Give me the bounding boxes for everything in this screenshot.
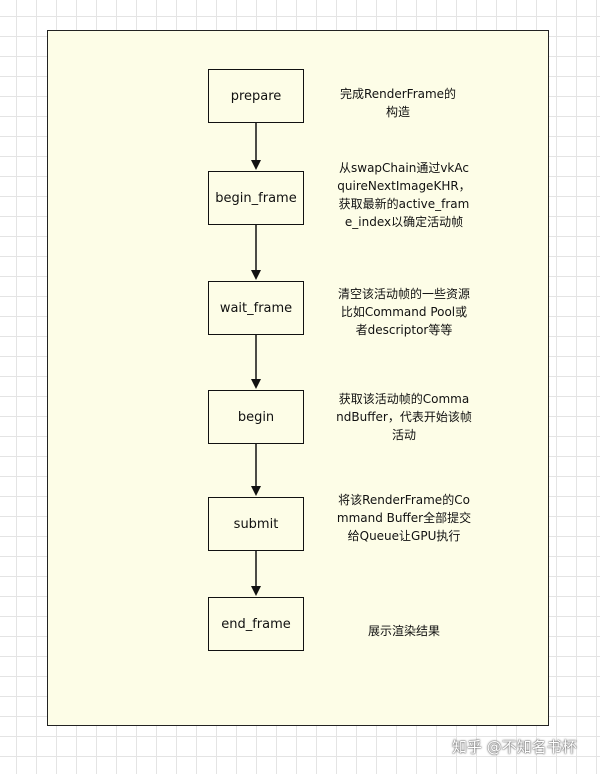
- step-begin-frame: begin_frame: [208, 171, 304, 225]
- note-end-frame: 展示渲染结果: [367, 624, 440, 638]
- step-end-frame: end_frame: [208, 597, 304, 651]
- note-submit: 将该RenderFrame的Command Buffer全部提交给Queue让G…: [336, 493, 472, 543]
- step-submit: submit: [208, 497, 304, 551]
- step-begin: begin: [208, 390, 304, 444]
- step-prepare: prepare: [208, 69, 304, 123]
- note-prepare: 完成RenderFrame的构造: [339, 87, 457, 119]
- step-wait-frame: wait_frame: [208, 281, 304, 335]
- note-wait-frame: 清空该活动帧的一些资源比如Command Pool或者descriptor等等: [337, 287, 470, 337]
- note-begin-frame: 从swapChain通过vkAcquireNextImageKHR，获取最新的a…: [337, 161, 471, 229]
- note-begin: 获取该活动帧的CommandBuffer，代表开始该帧活动: [336, 392, 472, 442]
- watermark: 知乎 @不知名书杯: [452, 738, 577, 756]
